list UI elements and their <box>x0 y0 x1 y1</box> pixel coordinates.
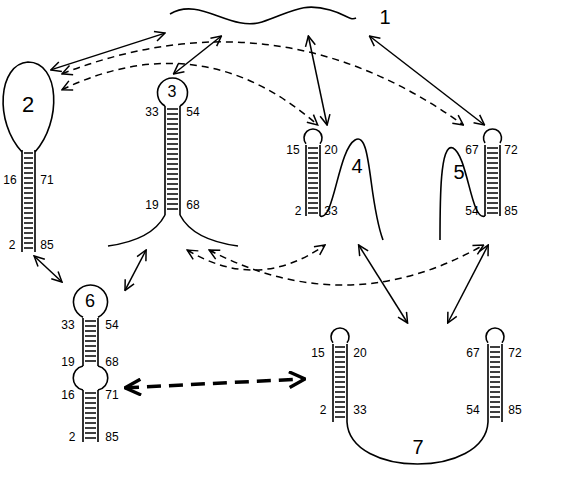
position-number: 2 <box>9 239 16 251</box>
rna-outline <box>433 125 525 245</box>
position-number: 16 <box>61 389 74 401</box>
position-number: 33 <box>145 106 158 118</box>
dashed-transition-arrow <box>62 42 463 125</box>
strand-group <box>440 129 502 240</box>
position-number: 16 <box>3 174 16 186</box>
position-number: 67 <box>466 347 479 359</box>
rna-structure: 333541968 <box>105 74 242 250</box>
position-number: 2 <box>320 404 327 416</box>
transition-arrow <box>174 36 222 74</box>
rna-strand <box>170 7 356 24</box>
position-number: 19 <box>61 356 74 368</box>
rna-strand <box>108 215 165 246</box>
rna-strand <box>83 390 98 442</box>
position-number: 67 <box>465 144 478 156</box>
structure-number: 5 <box>453 162 464 182</box>
position-number: 72 <box>508 347 521 359</box>
transition-arrow <box>308 36 327 125</box>
rna-strand <box>484 129 502 143</box>
position-number: 85 <box>105 431 118 443</box>
structure-number: 2 <box>22 94 34 116</box>
rna-strand <box>98 366 108 390</box>
dashed-transition-arrow <box>209 245 483 285</box>
position-number: 20 <box>353 347 366 359</box>
position-number: 54 <box>105 319 118 331</box>
strand-group <box>304 129 383 240</box>
rna-strand <box>158 78 188 106</box>
position-number: 33 <box>61 319 74 331</box>
rna-outline <box>105 74 242 250</box>
dashed-transition-arrow <box>62 63 318 125</box>
rna-outline <box>0 58 62 256</box>
position-number: 33 <box>324 205 337 217</box>
position-number: 85 <box>508 404 521 416</box>
structure-number: 4 <box>351 156 362 176</box>
rna-structure: 67 72 5 54 85 <box>433 125 525 245</box>
strand-group <box>73 285 108 442</box>
rna-outline <box>165 0 400 36</box>
structure-number: 3 <box>168 84 177 100</box>
strand-group <box>108 78 238 246</box>
position-number: 54 <box>186 106 199 118</box>
rna-strand <box>180 215 238 246</box>
rna-structure: 2 16 71 2 85 <box>0 58 62 256</box>
rna-strand <box>83 318 98 366</box>
position-number: 33 <box>353 404 366 416</box>
rna-strand <box>331 328 349 343</box>
rna-outline <box>283 125 388 245</box>
rna-structure: 6 33 54 19 68 16 71 2 85 <box>55 282 125 450</box>
position-number: 20 <box>324 144 337 156</box>
strand-group <box>170 7 356 24</box>
rna-strand <box>3 62 54 152</box>
position-number: 72 <box>504 144 517 156</box>
transition-arrow <box>448 245 488 323</box>
rna-strand <box>306 145 320 216</box>
transition-arrow <box>369 36 484 125</box>
strand-group <box>331 328 504 464</box>
position-number: 68 <box>105 356 118 368</box>
rna-structure: 15 20 4 2 33 <box>283 125 388 245</box>
strand-group <box>3 62 54 252</box>
position-number: 71 <box>105 389 118 401</box>
rna-strand <box>333 344 347 422</box>
rna-strand <box>320 139 383 240</box>
position-number: 54 <box>466 404 479 416</box>
position-number: 2 <box>69 431 76 443</box>
position-number: 15 <box>286 144 299 156</box>
rna-strand <box>485 145 500 216</box>
rna-strand <box>440 148 485 240</box>
rna-strand <box>73 366 83 390</box>
structure-number: 1 <box>379 7 390 27</box>
rna-structure: 15 20 67 72 2 33 54 85 7 <box>305 323 528 470</box>
position-number: 54 <box>465 205 478 217</box>
structure-number: 7 <box>412 437 423 457</box>
rna-strand <box>486 328 504 343</box>
position-number: 2 <box>295 205 302 217</box>
rna-strand <box>165 106 180 215</box>
position-number: 71 <box>40 174 53 186</box>
rna-strand <box>304 129 322 144</box>
transition-arrow <box>359 245 408 323</box>
transition-arrow <box>125 250 146 290</box>
position-number: 68 <box>186 199 199 211</box>
transition-arrow <box>51 33 165 70</box>
rna-strand <box>74 285 108 317</box>
transition-arrow <box>34 256 62 282</box>
structure-number: 6 <box>85 292 95 310</box>
rna-strand <box>347 422 488 464</box>
rna-structure: 1 <box>165 0 400 36</box>
position-number: 15 <box>311 347 324 359</box>
dashed-transition-arrow <box>187 245 325 270</box>
rna-strand <box>488 344 502 422</box>
position-number: 19 <box>145 199 158 211</box>
position-number: 85 <box>40 239 53 251</box>
dashed-transition-arrow <box>125 379 305 388</box>
rna-strand <box>22 150 35 252</box>
position-number: 85 <box>504 205 517 217</box>
